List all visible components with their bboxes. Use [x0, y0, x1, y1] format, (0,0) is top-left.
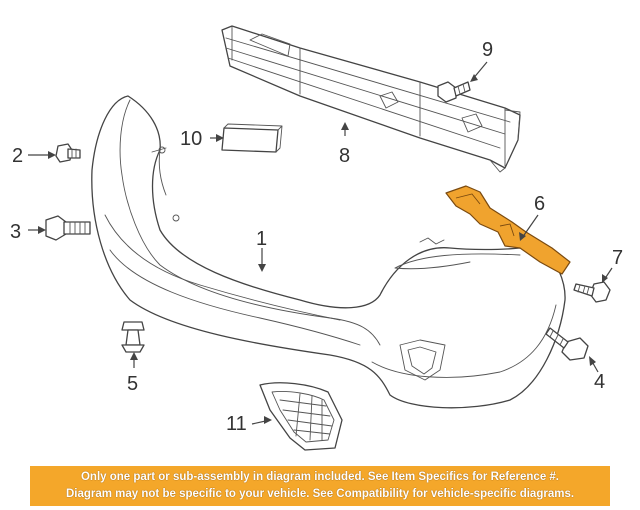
- clip: [55, 143, 81, 163]
- bumper-bracket: [445, 185, 571, 275]
- disclaimer-banner: Only one part or sub-assembly in diagram…: [30, 466, 610, 506]
- grille: [259, 382, 343, 451]
- disclaimer-line-2: Diagram may not be specific to your vehi…: [65, 488, 575, 500]
- bumper-cover: [91, 95, 566, 409]
- lower-screw: [545, 327, 589, 361]
- side-screw: [573, 281, 611, 303]
- callout-10: 10: [180, 128, 202, 150]
- callout-9: 9: [482, 39, 493, 61]
- callout-8: 8: [339, 145, 350, 167]
- callout-1: 1: [256, 228, 267, 250]
- callout-3: 3: [10, 221, 21, 243]
- callout-6: 6: [534, 193, 545, 215]
- callout-4: 4: [594, 371, 605, 393]
- callout-5: 5: [127, 373, 138, 395]
- callout-2: 2: [12, 145, 23, 167]
- disclaimer-line-1: Only one part or sub-assembly in diagram…: [80, 471, 560, 483]
- leader-arrowheads: [38, 74, 608, 424]
- callout-11: 11: [226, 413, 247, 435]
- bolt: [437, 81, 471, 103]
- callout-7: 7: [612, 247, 623, 269]
- parts-diagram: 1 2 3 4 5 6 7 8 9 10 11: [10, 25, 623, 451]
- screw: [45, 215, 91, 241]
- absorber-pad: [221, 123, 283, 153]
- reinforcement-beam: [221, 25, 521, 173]
- push-clip: [121, 321, 145, 353]
